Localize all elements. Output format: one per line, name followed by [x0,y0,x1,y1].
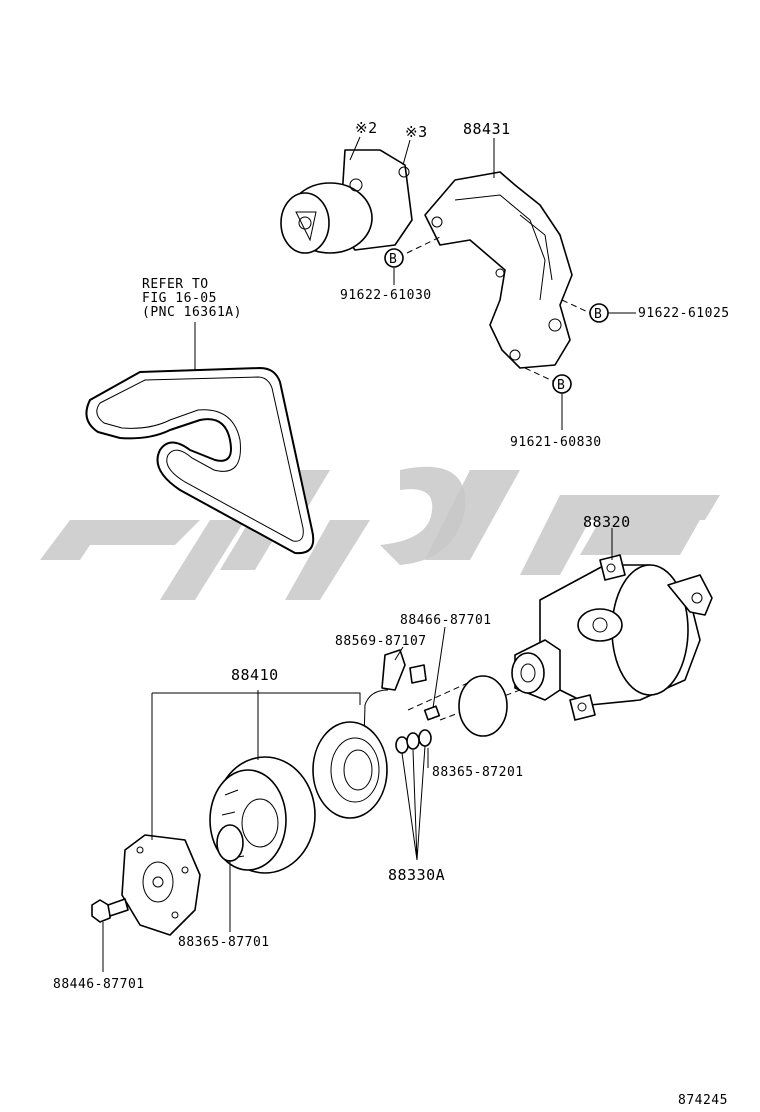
label-sensor: 88466-87701 [400,613,492,628]
leader-sensor [432,626,446,709]
snap-ring [216,824,244,862]
dash-bolt-right [561,299,591,314]
leader-switch [394,646,404,661]
refer-line1: REFER TO [142,277,209,292]
label-bracket: 88431 [463,120,511,138]
label-bolt-right: 91622-61025 [638,306,730,321]
bolt-marker-right: B [589,303,609,323]
compressor-bracket [424,171,573,369]
leader-note2 [349,136,361,161]
thermo-switch [363,649,427,741]
serpentine-belt [85,367,315,555]
bolt-marker-left: B [384,248,404,268]
refer-line2: FIG 16-05 [142,291,217,306]
sensor-bolt [423,705,441,721]
shim-set [395,729,432,754]
clutch-hub [121,834,201,936]
label-compressor: 88320 [583,513,631,531]
dash-bolt-left [406,236,441,254]
label-bolt-bottom: 91621-60830 [510,435,602,450]
hub-bolt [91,898,129,923]
diagram-number: 874245 [678,1093,728,1108]
svg-text:B: B [389,252,397,267]
ac-compressor [511,554,713,721]
label-note3: ※3 [405,123,428,141]
svg-text:B: B [557,378,565,393]
label-note2: ※2 [355,119,378,137]
label-shim-set: 88330A [388,866,445,884]
svg-text:B: B [594,307,602,322]
o-ring [458,675,508,737]
label-shim-a: 88365-87201 [432,765,524,780]
watermark-logo [40,466,720,600]
field-coil [312,721,388,819]
label-bolt-hub: 88446-87701 [53,977,145,992]
label-clutch-assy: 88410 [231,666,279,684]
leader-clutch-assy [151,690,361,840]
bolt-marker-bottom: B [552,374,572,394]
label-switch: 88569-87107 [335,634,427,649]
refer-line3: (PNC 16361A) [142,305,242,320]
dash-bolt-bottom [524,367,556,383]
leader-shim-set [401,745,426,861]
label-snap-ring: 88365-87701 [178,935,270,950]
idler-pulley [280,149,413,254]
leader-note3 [402,139,411,166]
dash-sensor [407,681,471,711]
label-bolt-left: 91622-61030 [340,288,432,303]
